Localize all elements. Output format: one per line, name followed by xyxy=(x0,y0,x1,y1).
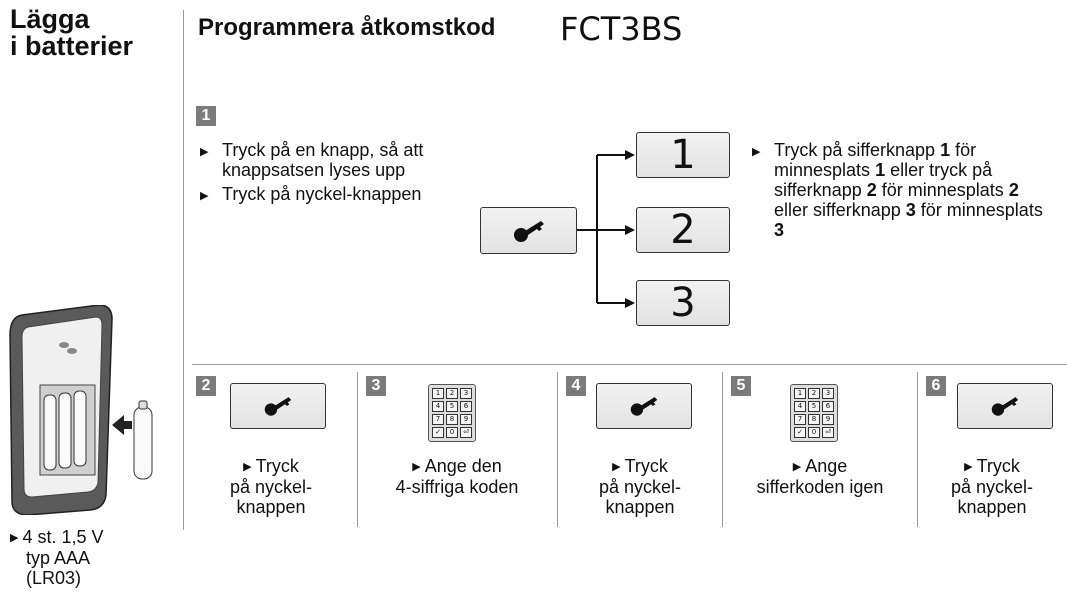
step-1-badge: 1 xyxy=(196,106,216,126)
step-4-badge: 4 xyxy=(566,376,586,396)
step-1-bullet-1: Tryck på en knapp, så att knappsatsen ly… xyxy=(200,140,440,180)
digit-button-3[interactable]: 3 xyxy=(636,280,730,326)
step-2-badge: 2 xyxy=(196,376,216,396)
battery-caption: ▶4 st. 1,5 V typ AAA (LR03) xyxy=(10,527,104,588)
key-button[interactable] xyxy=(230,383,326,429)
step-3-badge: 3 xyxy=(366,376,386,396)
step-divider xyxy=(722,372,723,527)
sidebar-title-line1: Lägga xyxy=(10,4,90,34)
step-divider xyxy=(917,372,918,527)
memory-slot-instruction: Tryck på sifferknapp 1 för minnesplats 1… xyxy=(752,140,1052,240)
digit-button-2[interactable]: 2 xyxy=(636,207,730,253)
key-icon xyxy=(630,397,658,416)
battery-count: 4 st. 1,5 V xyxy=(22,527,104,547)
sidebar-title: Lägga i batterier xyxy=(10,6,133,60)
step-divider xyxy=(557,372,558,527)
key-button[interactable] xyxy=(480,207,577,254)
step-divider xyxy=(357,372,358,527)
step-1-bullet-2: Tryck på nyckel-knappen xyxy=(200,184,440,206)
step-6-caption: ▶Tryck på nyckel-knappen xyxy=(950,456,1034,517)
page-title: Programmera åtkomstkod xyxy=(198,14,496,41)
bullet-arrow-icon: ▶ xyxy=(612,461,621,473)
branch-arrows xyxy=(577,150,635,308)
sidebar-title-line2: i batterier xyxy=(10,31,134,61)
battery-code: (LR03) xyxy=(26,568,82,588)
bullet-arrow-icon: ▶ xyxy=(10,532,19,544)
key-button[interactable] xyxy=(957,383,1053,429)
step-5-badge: 5 xyxy=(731,376,751,396)
step-5-caption: ▶Ange sifferkoden igen xyxy=(756,456,884,497)
sidebar-divider xyxy=(183,10,184,530)
key-icon xyxy=(513,220,544,242)
battery-type: typ AAA xyxy=(26,548,91,568)
key-icon xyxy=(264,397,292,416)
bullet-arrow-icon: ▶ xyxy=(792,461,802,473)
step-6-badge: 6 xyxy=(926,376,946,396)
step-1-instructions: Tryck på en knapp, så att knappsatsen ly… xyxy=(200,140,440,208)
digit-button-1[interactable]: 1 xyxy=(636,132,730,178)
model-name: FCT3BS xyxy=(560,10,683,48)
bullet-arrow-icon: ▶ xyxy=(243,461,252,473)
step-1-right-text: Tryck på sifferknapp 1 för minnesplats 1… xyxy=(752,140,1052,244)
section-divider xyxy=(192,364,1067,365)
bullet-arrow-icon: ▶ xyxy=(964,461,973,473)
step-4-caption: ▶Tryck på nyckel-knappen xyxy=(598,456,682,517)
key-button[interactable] xyxy=(596,383,692,429)
battery-remote-illustration xyxy=(9,305,153,515)
key-icon xyxy=(991,397,1019,416)
bullet-arrow-icon: ▶ xyxy=(412,461,421,473)
step-2-caption: ▶Tryck på nyckel-knappen xyxy=(229,456,313,517)
step-3-caption: ▶Ange den 4-siffriga koden xyxy=(395,456,519,497)
